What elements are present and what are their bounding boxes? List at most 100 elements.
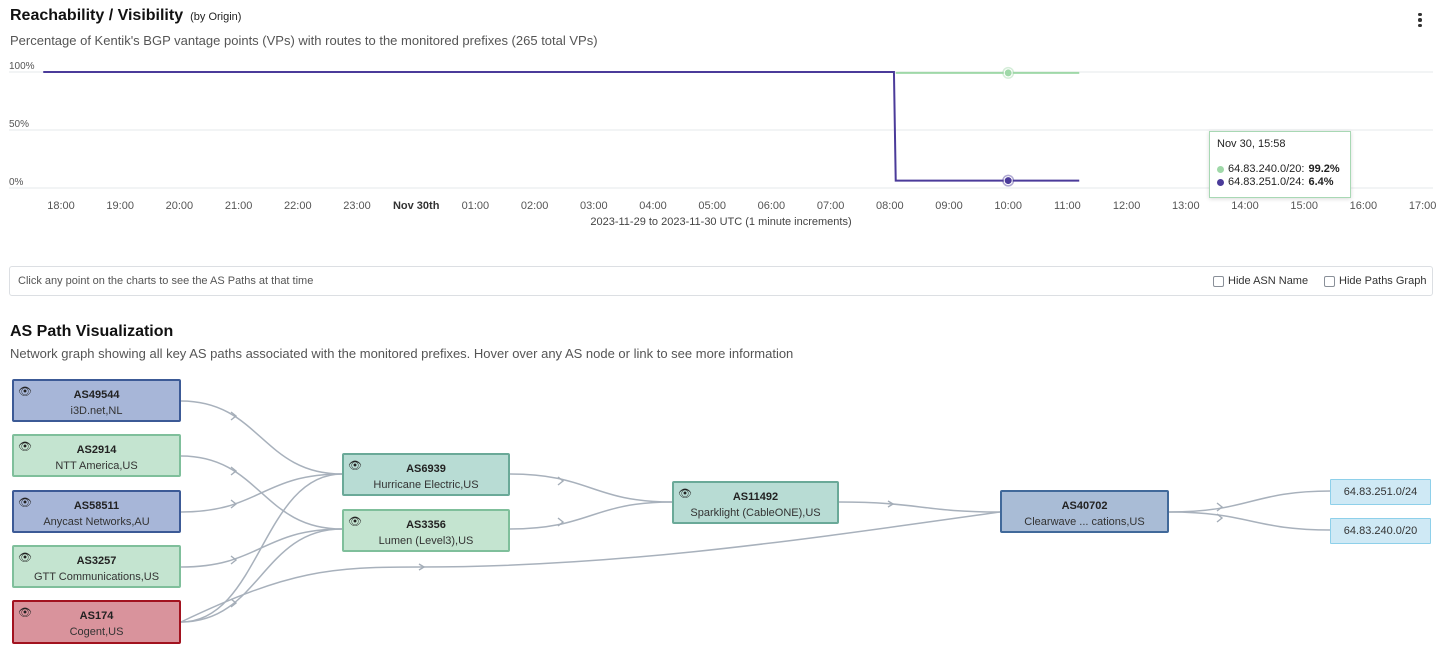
tooltip-prefix: 64.83.251.0/24:	[1228, 176, 1305, 188]
hide-paths-graph-checkbox[interactable]: Hide Paths Graph	[1324, 275, 1426, 287]
series-line	[43, 71, 1080, 182]
kebab-menu-icon[interactable]	[1410, 9, 1430, 31]
section-title: AS Path Visualization	[10, 323, 174, 340]
x-tick-label: 07:00	[817, 200, 845, 212]
binoculars-icon[interactable]: 👁	[18, 441, 32, 453]
arrow-icon	[418, 563, 426, 571]
y-tick-label: 50%	[9, 119, 29, 130]
x-tick-label: 01:00	[462, 200, 490, 212]
x-tick-label: 21:00	[225, 200, 253, 212]
as-number: AS11492	[732, 491, 779, 503]
as-name: Sparklight (CableONE),US	[690, 507, 821, 519]
prefix-node[interactable]: 64.83.240.0/20	[1330, 518, 1431, 544]
x-tick-label: 18:00	[47, 200, 75, 212]
x-tick-label: 22:00	[284, 200, 312, 212]
x-tick-label: 03:00	[580, 200, 608, 212]
binoculars-icon[interactable]: 👁	[18, 607, 32, 619]
x-tick-label: 12:00	[1113, 200, 1141, 212]
as-number: AS3257	[76, 555, 117, 567]
binoculars-icon[interactable]: 👁	[348, 516, 362, 528]
series-dot-icon	[1217, 179, 1224, 186]
binoculars-icon[interactable]: 👁	[18, 552, 32, 564]
x-tick-label: 02:00	[521, 200, 549, 212]
x-range-label: 2023-11-29 to 2023-11-30 UTC (1 minute i…	[590, 216, 851, 228]
as-node[interactable]: 👁 AS49544 i3D.net,NL	[12, 379, 181, 422]
as-name: Cogent,US	[69, 626, 124, 638]
binoculars-icon[interactable]: 👁	[678, 488, 692, 500]
path-link	[838, 501, 1001, 513]
series-dot-icon	[1217, 166, 1224, 173]
chart-tooltip: Nov 30, 15:58 64.83.240.0/20: 99.2% 64.8…	[1209, 131, 1351, 198]
tooltip-value: 99.2%	[1308, 163, 1340, 175]
path-link	[509, 501, 673, 530]
binoculars-icon[interactable]: 👁	[348, 460, 362, 472]
hint-bar: Click any point on the charts to see the…	[9, 266, 1433, 296]
as-number: AS58511	[73, 500, 120, 512]
tooltip-value: 6.4%	[1308, 176, 1334, 188]
x-tick-label: 14:00	[1231, 200, 1259, 212]
hide-asn-name-label: Hide ASN Name	[1228, 275, 1309, 287]
as-name: Lumen (Level3),US	[378, 535, 474, 547]
arrow-icon	[230, 598, 238, 608]
path-link	[180, 400, 343, 475]
checkbox-icon[interactable]	[1324, 275, 1335, 287]
arrow-icon	[230, 466, 238, 476]
as-name: Clearwave ... cations,US	[1024, 516, 1145, 528]
highlight-point	[1003, 68, 1013, 78]
as-node[interactable]: 👁 AS3356 Lumen (Level3),US	[342, 509, 510, 552]
prefix-node[interactable]: 64.83.251.0/24	[1330, 479, 1431, 505]
checkbox-icon[interactable]	[1213, 275, 1224, 287]
as-node[interactable]: 👁 AS3257 GTT Communications,US	[12, 545, 181, 588]
as-name: NTT America,US	[55, 460, 138, 472]
as-name: Anycast Networks,AU	[43, 516, 150, 528]
path-link	[1168, 490, 1332, 513]
as-node[interactable]: 👁 AS2914 NTT America,US	[12, 434, 181, 477]
path-link	[180, 473, 343, 623]
arrow-icon	[557, 476, 565, 486]
binoculars-icon[interactable]: 👁	[18, 497, 32, 509]
y-tick-label: 0%	[9, 177, 24, 188]
arrow-icon	[1216, 513, 1224, 523]
x-tick-label: Nov 30th	[393, 200, 440, 212]
as-number: AS3356	[406, 519, 446, 531]
arrow-icon	[230, 555, 238, 565]
x-tick-label: 13:00	[1172, 200, 1200, 212]
arrow-icon	[887, 500, 895, 508]
as-name: i3D.net,NL	[70, 405, 123, 417]
tooltip-prefix: 64.83.240.0/20:	[1228, 163, 1305, 175]
x-tick-label: 10:00	[994, 200, 1022, 212]
path-link	[1168, 511, 1332, 531]
as-path-graph	[180, 400, 1332, 623]
path-link	[180, 511, 1001, 623]
arrow-icon	[1216, 502, 1224, 512]
tooltip-row: 64.83.251.0/24: 6.4%	[1217, 176, 1343, 189]
origin-as-node[interactable]: AS40702 Clearwave ... cations,US	[1000, 490, 1169, 533]
highlight-point	[1003, 176, 1013, 186]
as-node[interactable]: 👁 AS58511 Anycast Networks,AU	[12, 490, 181, 533]
chart-title-row: Reachability / Visibility (by Origin)	[10, 7, 241, 25]
hide-asn-name-checkbox[interactable]: Hide ASN Name	[1213, 275, 1308, 287]
x-tick-label: 23:00	[343, 200, 371, 212]
x-tick-label: 04:00	[639, 200, 667, 212]
arrow-icon	[230, 499, 238, 509]
as-node[interactable]: 👁 AS174 Cogent,US	[12, 600, 181, 644]
as-number: AS174	[79, 610, 114, 622]
hint-text: Click any point on the charts to see the…	[18, 275, 314, 287]
x-tick-label: 05:00	[698, 200, 726, 212]
chart-subtitle: Percentage of Kentik's BGP vantage point…	[10, 33, 598, 48]
as-name: Hurricane Electric,US	[373, 479, 479, 491]
x-tick-label: 15:00	[1290, 200, 1318, 212]
binoculars-icon[interactable]: 👁	[18, 386, 32, 398]
x-tick-label: 11:00	[1054, 200, 1081, 212]
x-tick-label: 17:00	[1409, 200, 1437, 212]
x-tick-label: 06:00	[758, 200, 786, 212]
page-title: Reachability / Visibility	[10, 7, 184, 24]
as-number: AS6939	[406, 463, 446, 475]
as-node[interactable]: 👁 AS6939 Hurricane Electric,US	[342, 453, 510, 496]
arrow-icon	[230, 411, 238, 421]
arrow-icon	[557, 517, 565, 527]
path-link	[180, 528, 343, 623]
as-node[interactable]: 👁 AS11492 Sparklight (CableONE),US	[672, 481, 839, 524]
as-number: AS2914	[76, 444, 117, 456]
